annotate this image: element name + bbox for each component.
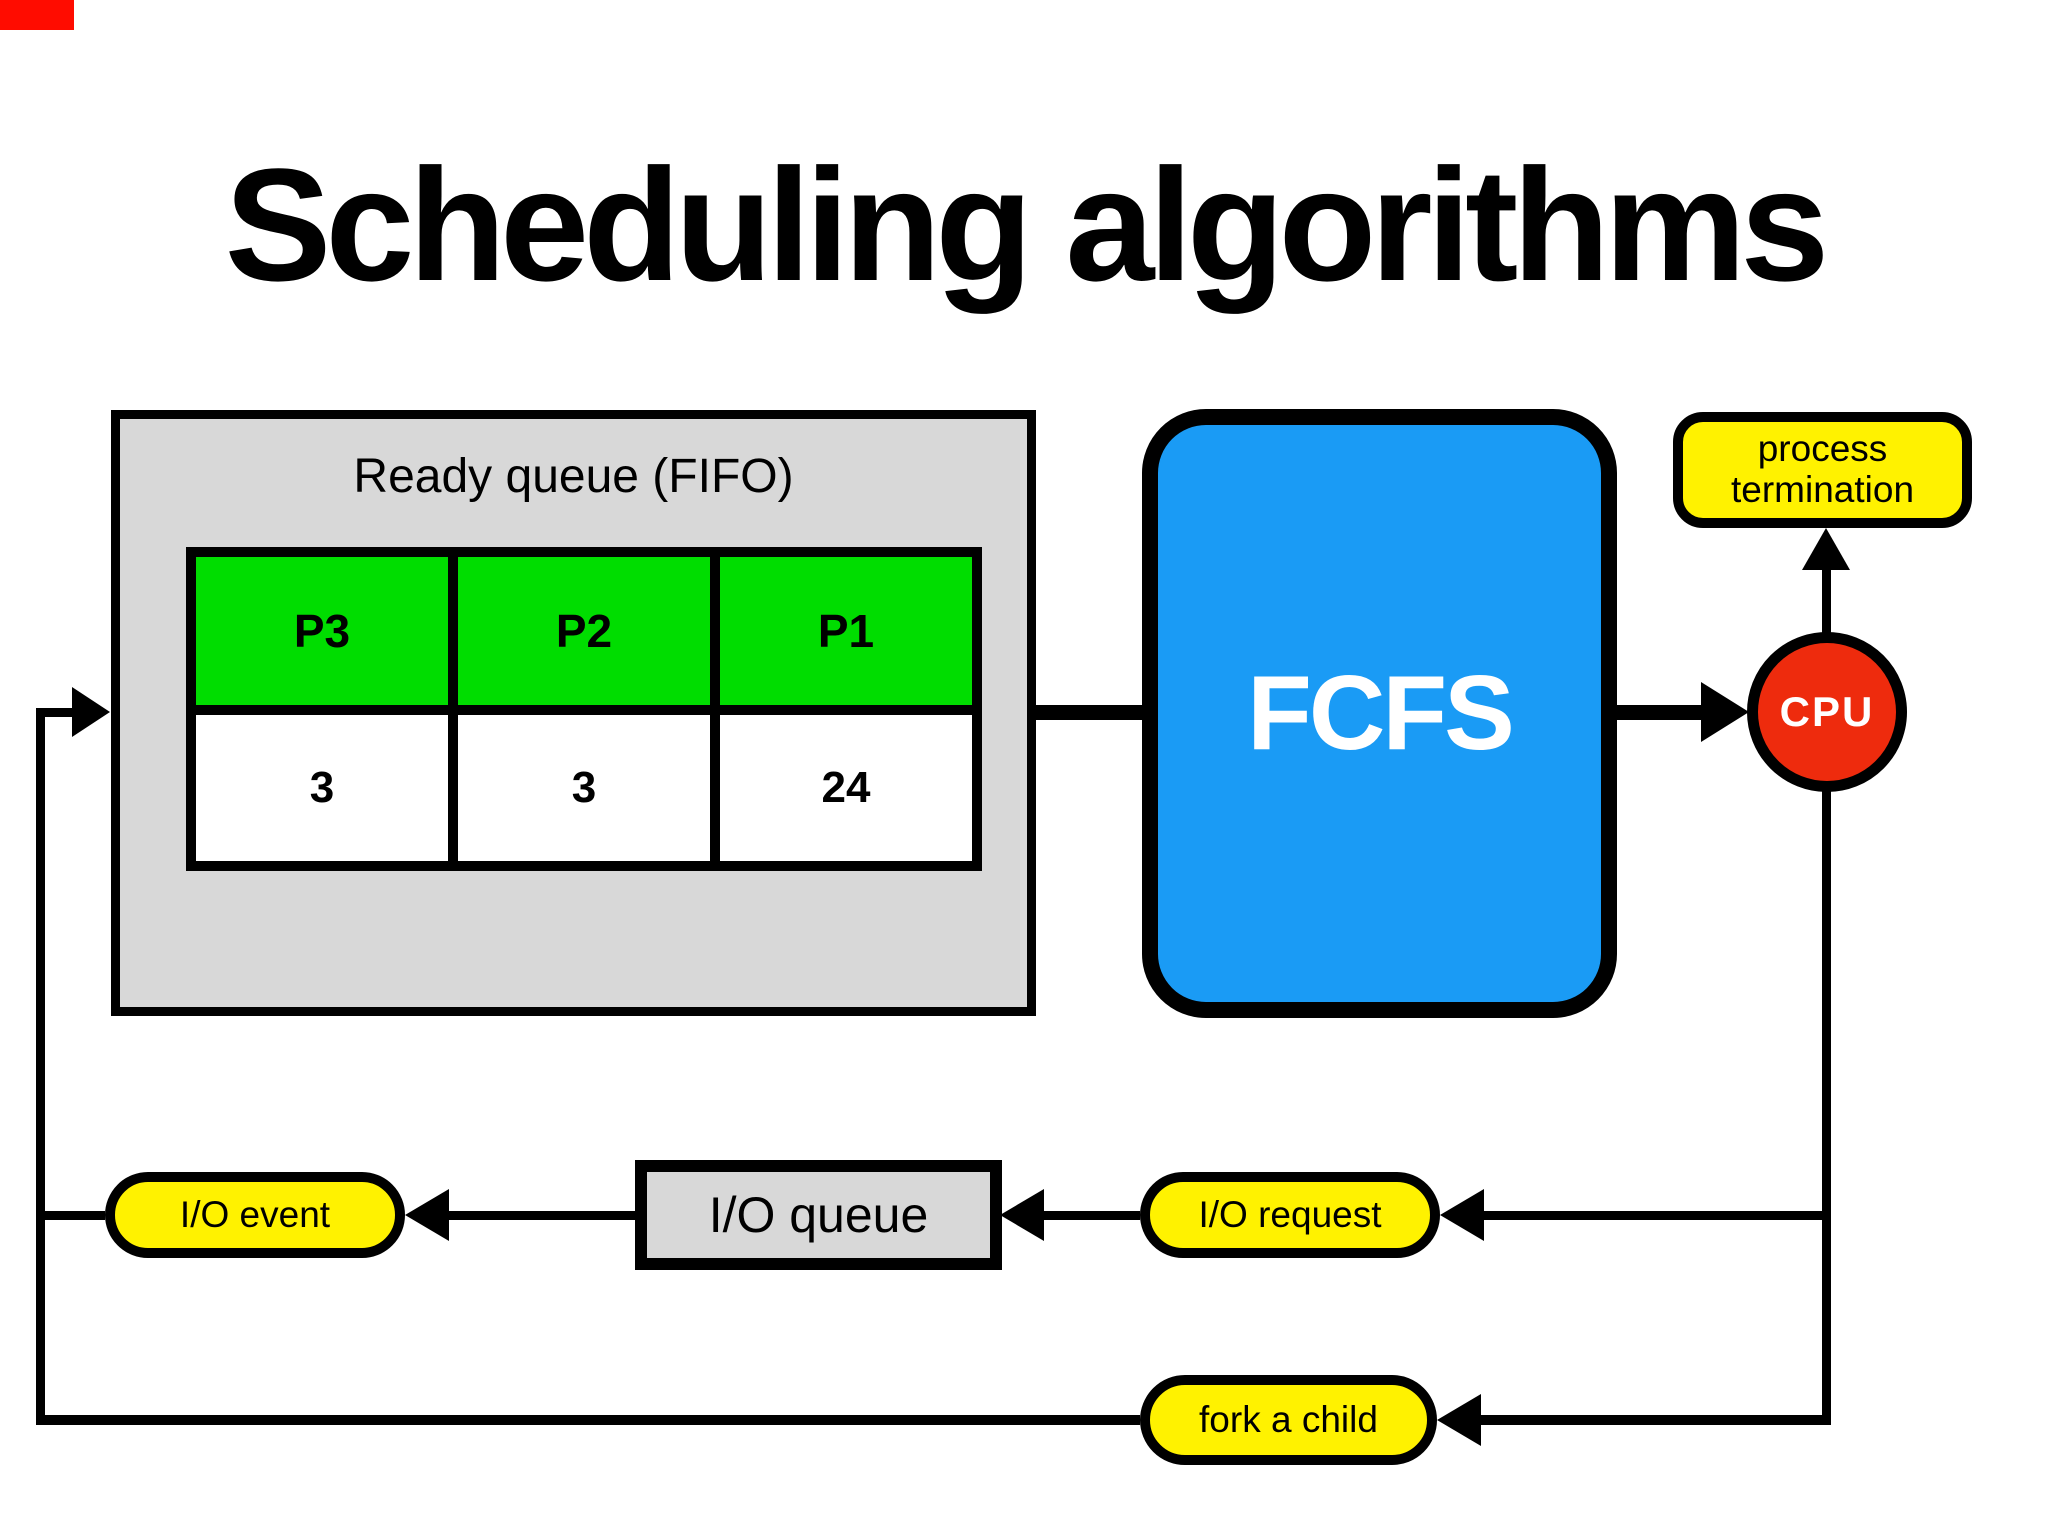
fcfs-scheduler-box: FCFS [1142,409,1617,1018]
queue-cell-burst-p3: 3 [186,705,458,871]
io-request-label: I/O request [1198,1194,1382,1235]
page-title: Scheduling algorithms [224,135,1830,315]
cpu-node: CPU [1747,632,1907,792]
line-io-queue-to-io-event [447,1211,635,1220]
line-cpu-down-vertical [1822,790,1831,1425]
queue-process-row: P3 P2 P1 [186,547,982,715]
queue-table: P3 P2 P1 3 3 24 [186,547,982,871]
arrowhead-into-io-queue [1000,1189,1044,1241]
line-left-loop-vertical [36,708,45,1425]
line-into-ready-queue [40,708,74,717]
line-io-event-to-loop [43,1211,105,1220]
arrowhead-into-io-event [405,1189,449,1241]
queue-cell-process-p2: P2 [448,547,720,715]
queue-cell-burst-p1: 24 [710,705,982,871]
process-termination-box: process termination [1673,412,1972,528]
line-ready-queue-to-fcfs [1036,705,1142,720]
queue-cell-burst-p2: 3 [448,705,720,871]
line-cpu-to-io-request [1482,1211,1827,1220]
arrowhead-into-cpu [1701,682,1749,742]
io-queue-label: I/O queue [708,1187,929,1243]
fork-a-child-label: fork a child [1199,1399,1378,1440]
corner-red-marker [0,0,74,30]
line-io-request-to-io-queue [1044,1211,1140,1220]
arrowhead-into-ready-queue [72,687,110,737]
io-event-box: I/O event [105,1172,405,1258]
io-event-label: I/O event [179,1194,331,1235]
cpu-label: CPU [1779,688,1875,735]
line-cpu-to-fork-a-child [1479,1415,1827,1425]
process-termination-label: process termination [1730,428,1915,510]
fork-a-child-box: fork a child [1140,1375,1437,1465]
line-bottom-loop-left [36,1415,1140,1425]
io-request-box: I/O request [1140,1172,1440,1258]
ready-queue-label: Ready queue (FIFO) [353,450,794,503]
queue-burst-row: 3 3 24 [186,705,982,871]
queue-cell-process-p3: P3 [186,547,458,715]
line-fcfs-to-cpu [1617,705,1705,720]
line-cpu-to-termination [1822,566,1831,634]
arrowhead-into-termination [1802,528,1850,570]
arrowhead-into-fork-a-child [1437,1394,1481,1446]
io-queue-box: I/O queue [635,1160,1002,1270]
fcfs-label: FCFS [1247,654,1515,772]
arrowhead-into-io-request [1440,1189,1484,1241]
queue-cell-process-p1: P1 [710,547,982,715]
